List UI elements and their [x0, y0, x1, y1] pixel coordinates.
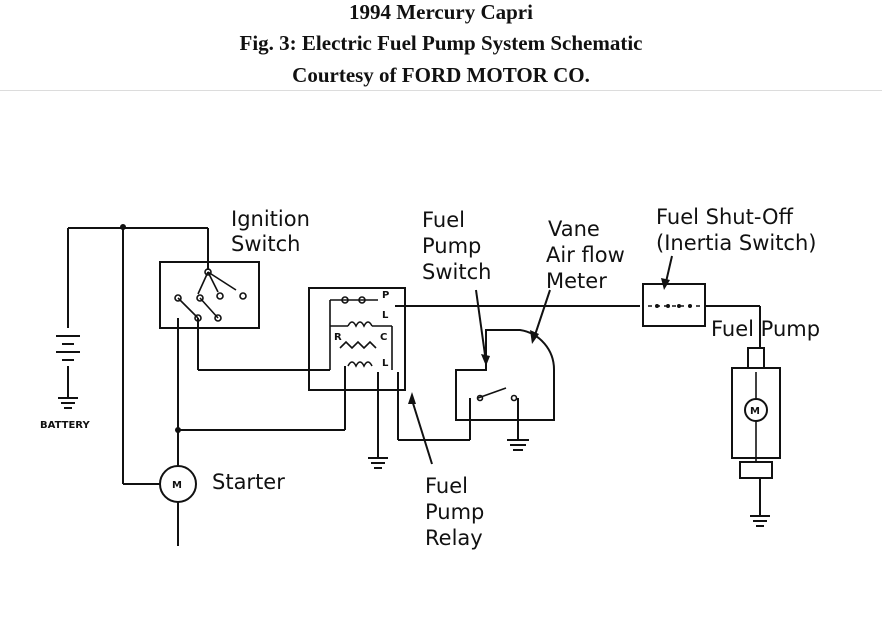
fuel-pump-switch-label-2: Pump — [422, 234, 481, 258]
relay-label-2: Pump — [425, 500, 484, 524]
figure-credit: Courtesy of FORD MOTOR CO. — [292, 63, 590, 87]
fuel-pump-relay: P L R C L Fuel Pump Relay — [308, 287, 640, 550]
fuel-pump-switch-label-1: Fuel — [422, 208, 465, 232]
relay-terminal-l2: L — [382, 358, 389, 369]
relay-label-1: Fuel — [425, 474, 468, 498]
figure-header: 1994 Mercury Capri Fig. 3: Electric Fuel… — [0, 0, 882, 91]
relay-terminal-p: P — [382, 290, 389, 301]
inertia-switch-label-2: (Inertia Switch) — [656, 231, 816, 255]
inertia-switch-label-1: Fuel Shut-Off — [656, 205, 794, 229]
ignition-switch: Ignition Switch — [159, 207, 330, 371]
page-title: 1994 Mercury Capri — [349, 0, 533, 24]
relay-terminal-l1: L — [382, 310, 389, 321]
starter-label: Starter — [212, 470, 285, 494]
fuel-pump-switch-label-3: Switch — [422, 260, 491, 284]
vane-air-flow-meter: Fuel Pump Switch Vane Air flow Meter — [422, 208, 625, 451]
battery-label: BATTERY — [40, 420, 90, 431]
fuel-pump-label: Fuel Pump — [711, 317, 820, 341]
figure-caption: Fig. 3: Electric Fuel Pump System Schema… — [239, 31, 643, 55]
vane-meter-label-1: Vane — [548, 217, 600, 241]
ignition-switch-label-1: Ignition — [231, 207, 310, 231]
fuel-pump-motor-letter: M — [750, 406, 760, 417]
starter-motor-letter: M — [172, 480, 182, 491]
fuel-pump: M Fuel Pump — [711, 306, 820, 527]
ignition-switch-label-2: Switch — [231, 232, 300, 256]
vane-meter-label-2: Air flow — [546, 243, 625, 267]
relay-terminal-r: R — [334, 332, 342, 343]
starter-circuit: M Starter — [120, 224, 345, 546]
relay-label-3: Relay — [425, 526, 483, 550]
vane-meter-label-3: Meter — [546, 269, 607, 293]
relay-terminal-c: C — [380, 332, 387, 343]
inertia-switch: Fuel Shut-Off (Inertia Switch) — [642, 205, 816, 327]
battery-symbol: BATTERY — [40, 227, 208, 431]
